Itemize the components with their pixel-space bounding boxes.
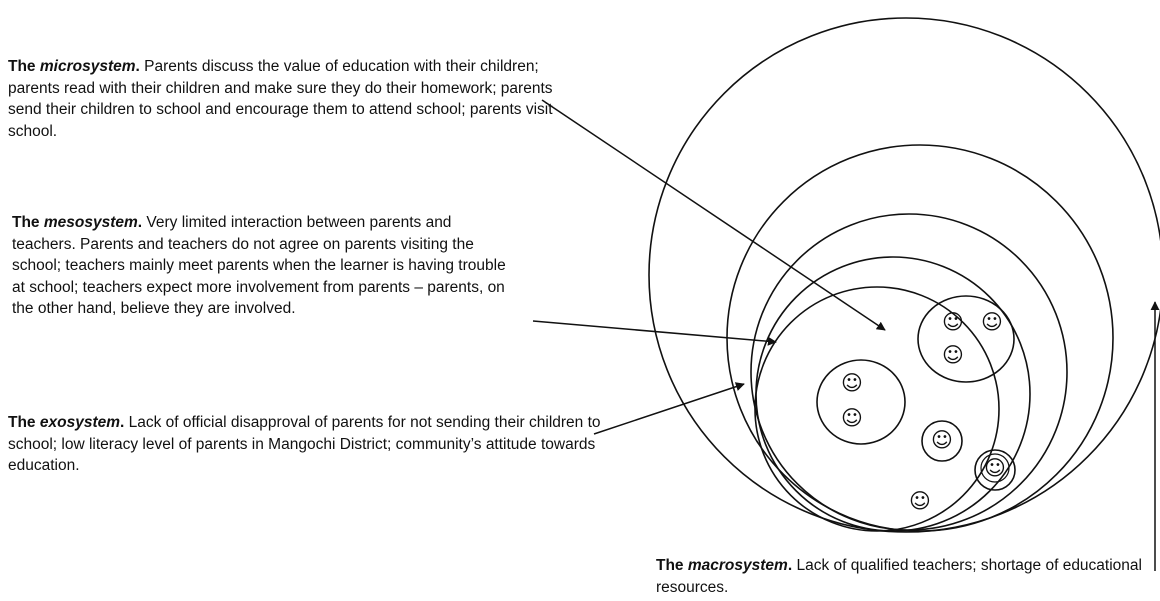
mesosystem-label: The mesosystem. Very limited interaction… xyxy=(12,214,506,317)
smiley-face-icon: ☺ xyxy=(841,371,863,395)
exosystem-description: Lack of official disapproval of parents … xyxy=(8,414,601,474)
macrosystem-label: The macrosystem. Lack of qualified teach… xyxy=(656,557,1142,596)
macrosystem-circle xyxy=(648,17,1160,533)
exosystem-label: The exosystem. Lack of official disappro… xyxy=(8,414,601,474)
mesosystem-term: mesosystem xyxy=(43,214,138,231)
group-circle-left xyxy=(816,359,906,445)
smiley-face-icon: ☺ xyxy=(931,428,953,452)
child-circle xyxy=(754,286,1000,532)
smiley-face-icon: ☺ xyxy=(942,343,964,367)
microsystem-arrow xyxy=(541,99,886,331)
smiley-face-icon: ☺ xyxy=(981,310,1003,334)
macrosystem-term: macrosystem xyxy=(687,557,788,574)
microsystem-term: microsystem xyxy=(39,58,136,75)
group-circle-mid xyxy=(921,420,963,462)
group-circle-top xyxy=(917,295,1015,383)
exosystem-term: exosystem xyxy=(39,414,121,431)
exosystem-circle xyxy=(726,144,1114,532)
macrosystem-description: Lack of qualified teachers; shortage of … xyxy=(656,557,1142,596)
microsystem-circle xyxy=(755,256,1031,532)
smiley-face-icon: ☺ xyxy=(841,406,863,430)
mesosystem-description: Very limited interaction between parents… xyxy=(12,214,506,317)
microsystem-description: Parents discuss the value of education w… xyxy=(8,58,553,140)
smiley-face-icon: ☺ xyxy=(942,310,964,334)
microsystem-label: The microsystem. Parents discuss the val… xyxy=(8,58,553,140)
group-circle-right xyxy=(974,449,1016,491)
face-ring xyxy=(980,453,1010,483)
smiley-face-icon: ☺ xyxy=(909,489,931,513)
mesosystem-arrow xyxy=(532,320,777,346)
exosystem-arrow xyxy=(593,382,745,435)
mesosystem-circle xyxy=(750,213,1068,531)
smiley-face-icon: ☺ xyxy=(984,456,1006,480)
